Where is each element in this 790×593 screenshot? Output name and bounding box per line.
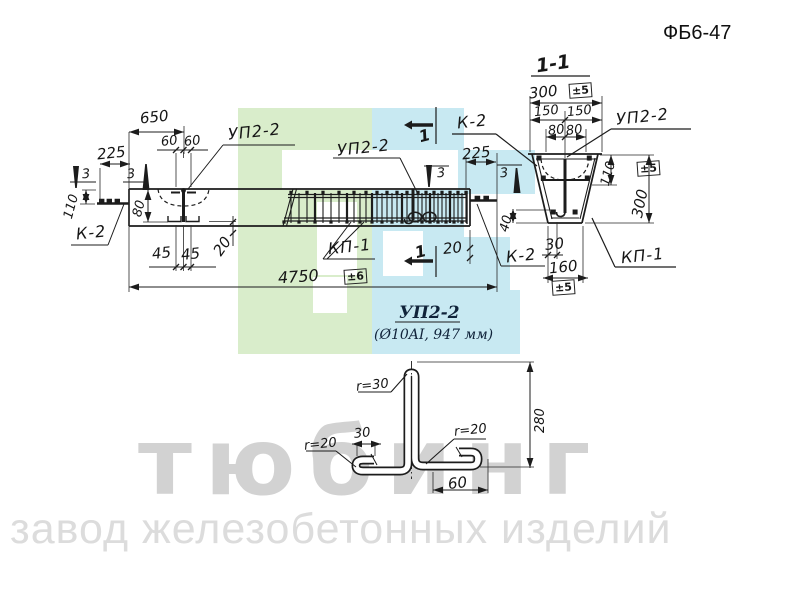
dim-hook-top: 30 (353, 425, 372, 442)
label-k2-section: К-2 (456, 110, 489, 133)
dim-weld: 3 (81, 166, 92, 183)
section-dims (530, 99, 653, 282)
bar-end-ticks (370, 446, 463, 466)
dim-ticks (172, 116, 569, 271)
dim-inset-right: 80 (565, 122, 584, 139)
dim-foot-spacing: 45 (151, 243, 172, 263)
section-leaders (452, 75, 691, 268)
section-view (452, 75, 691, 283)
detail-title: УП2-2 (399, 303, 460, 323)
extension-lines (80, 126, 551, 292)
leader-lines (71, 144, 545, 267)
up22-feet (167, 216, 200, 223)
dim-radius-small: r=20 (453, 421, 488, 440)
dim-bottom-width: 160 (548, 256, 579, 278)
detail-subtitle: (Ø10AI, 947 мм) (374, 327, 494, 343)
elevation-view (70, 107, 551, 292)
dim-gap: 20 (442, 238, 463, 258)
dim-anchor-spacing: 60 (183, 133, 202, 150)
logo-notch (317, 202, 357, 275)
dim-anchor-inset: 650 (139, 106, 170, 128)
detail-leaders (306, 321, 486, 468)
tolerance-badge: ±5 (636, 160, 661, 177)
cut-mark-1 (404, 107, 437, 277)
k2-plates (97, 199, 497, 205)
logo-notch (313, 277, 347, 313)
dim-overhang-right: 225 (461, 142, 492, 164)
stirrups (290, 193, 467, 223)
dim-radius-small: r=20 (303, 435, 338, 454)
label-kp1-section: КП-1 (620, 243, 666, 268)
dim-top-width: 300 (528, 81, 559, 103)
dim-weld: 3 (126, 166, 137, 183)
stirrups-bold (313, 193, 452, 223)
label-k2-left: К-2 (75, 221, 108, 244)
dim-length: 4750 (277, 265, 320, 288)
logo-block-cyan-low (464, 290, 520, 354)
cage-chords (284, 193, 467, 222)
dim-weld: 3 (436, 165, 447, 182)
logo-notch (383, 231, 423, 276)
dim-radius-large: r=30 (355, 376, 390, 395)
watermark-subtitle: завод железобетонных изделий (10, 505, 672, 553)
label-kp1-elev: КП-1 (327, 234, 373, 259)
bar-ring (422, 211, 437, 223)
dim-hook-width: 60 (447, 473, 468, 493)
elevation-dims (82, 128, 517, 291)
dim-half-right: 150 (566, 102, 593, 121)
weld-marks (70, 164, 522, 193)
dim-anchor-spacing: 60 (160, 133, 179, 150)
bar-dots-top (289, 190, 468, 194)
dim-bar-height: 280 (533, 408, 548, 433)
bar-dots-bottom (282, 220, 464, 224)
dim-overhang-left: 225 (96, 142, 127, 164)
recess-arc (157, 188, 210, 207)
dim-bottom-offset: 30 (544, 234, 565, 254)
dim-weld: 3 (499, 165, 510, 182)
dim-half-left: 150 (533, 102, 560, 121)
dim-foot-spacing: 45 (180, 244, 201, 264)
document-code: ФБ6-47 (663, 22, 732, 44)
detail-view (306, 321, 534, 494)
dim-bar-cover: 40 (497, 213, 516, 234)
dim-inset-left: 80 (547, 122, 566, 139)
logo-block-cyan-arm (464, 150, 535, 194)
bar-ring (407, 211, 423, 223)
beam-outline (128, 188, 471, 227)
tolerance-badge: ±6 (343, 268, 368, 285)
tolerance-badge: ±5 (568, 82, 593, 99)
label-k2-right: К-2 (505, 244, 538, 267)
dim-anchor-depth: 80 (130, 198, 149, 219)
tolerance-badge: ±5 (551, 279, 576, 296)
